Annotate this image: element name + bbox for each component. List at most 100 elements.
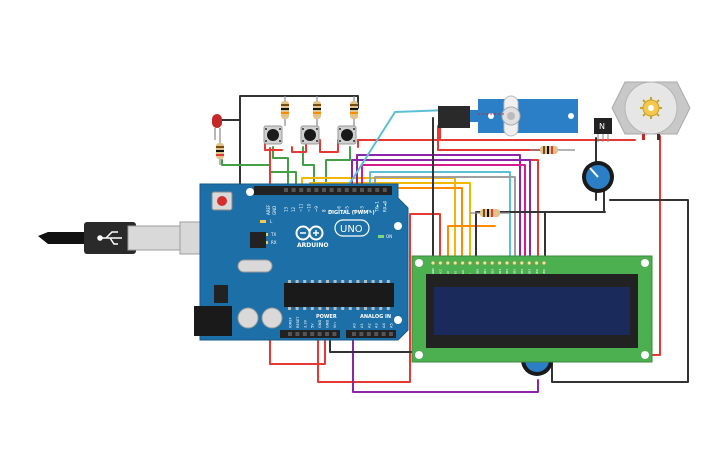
chip-pin — [303, 280, 307, 283]
power-pin-2[interactable] — [302, 332, 307, 336]
lcd-pin-3[interactable] — [453, 260, 458, 266]
push-button-3[interactable] — [337, 125, 357, 145]
lcd-pin-14[interactable] — [534, 260, 539, 266]
l-label: L — [270, 219, 273, 224]
chip-pin — [356, 307, 360, 310]
lcd-pin-10[interactable] — [504, 260, 510, 266]
lcd-pin-8[interactable] — [490, 260, 495, 266]
analog-pin-2[interactable] — [366, 332, 371, 336]
power-pin-3[interactable] — [310, 332, 315, 336]
digital-pin-5[interactable] — [322, 188, 326, 192]
lcd-pin-0[interactable] — [430, 260, 436, 266]
analog-pin-label: A5 — [390, 323, 394, 328]
power-jack[interactable] — [194, 306, 232, 336]
chip-pin — [318, 280, 322, 283]
power-pin-4[interactable] — [317, 332, 322, 336]
chip-pin — [326, 280, 329, 283]
pulldown-resistor-3[interactable] — [350, 96, 358, 126]
lcd-pin-12[interactable] — [519, 260, 524, 266]
digital-pin-4[interactable] — [314, 188, 319, 192]
lcd-pin-5[interactable] — [467, 260, 473, 266]
digital-pin-label: 4 — [352, 209, 357, 212]
lcd-pin-4[interactable] — [460, 260, 465, 266]
dc-motor[interactable] — [611, 81, 691, 140]
digital-pin-label: ~9 — [314, 206, 319, 212]
lcd-pin-7[interactable] — [482, 260, 487, 266]
lcd-pin-6[interactable] — [475, 260, 480, 266]
wire-black-pot-right — [475, 179, 605, 263]
power-pin-label: IOREF — [289, 317, 293, 328]
digital-pin-0[interactable] — [284, 188, 288, 192]
digital-pin-12[interactable] — [375, 188, 380, 192]
wire-orange-2 — [447, 225, 496, 263]
lcd-screen — [434, 287, 630, 335]
digital-pin-9[interactable] — [352, 188, 357, 192]
arduino-logo: ARDUINO — [295, 225, 328, 249]
digital-pin-13[interactable] — [382, 188, 387, 192]
chip-pin — [371, 280, 375, 283]
digital-pin-11[interactable] — [367, 188, 372, 192]
lcd-pin-13[interactable] — [527, 260, 532, 266]
potentiometer-top[interactable] — [582, 161, 614, 193]
on-indicator — [378, 235, 384, 238]
power-label: POWER — [316, 314, 337, 320]
power-pin-label: GND — [326, 320, 330, 328]
digital-pin-label: ~3 — [360, 206, 365, 212]
lcd-pin-1[interactable] — [438, 260, 443, 266]
chip-pin — [341, 307, 345, 310]
transistor-resistor[interactable] — [530, 146, 575, 154]
analog-pin-0[interactable] — [352, 332, 356, 336]
power-pin-0[interactable] — [288, 332, 292, 336]
power-pin-5[interactable] — [325, 332, 329, 336]
digital-pin-8[interactable] — [344, 188, 349, 192]
led-resistor[interactable] — [216, 136, 224, 165]
analog-pin-3[interactable] — [374, 332, 379, 336]
digital-pin-label: ~11 — [299, 203, 304, 212]
chip-pin — [386, 307, 390, 310]
power-pin-6[interactable] — [332, 332, 337, 336]
motor-gear-icon — [640, 97, 662, 119]
digital-pin-10[interactable] — [360, 188, 364, 192]
push-button-2[interactable] — [300, 125, 320, 145]
lcd-pin-9[interactable] — [497, 260, 502, 266]
push-button-1[interactable] — [263, 125, 283, 145]
digital-pin-label: 7 — [329, 209, 334, 212]
digital-pin-2[interactable] — [299, 188, 304, 192]
wire-green-button-2 — [302, 146, 315, 197]
lcd-backlight-resistor[interactable] — [470, 209, 510, 217]
analog-pin-1[interactable] — [359, 332, 364, 336]
analog-header[interactable] — [346, 330, 396, 338]
servo-motor[interactable] — [470, 95, 578, 137]
chip-pin — [341, 280, 345, 283]
lcd-pin-11[interactable] — [512, 260, 517, 266]
lcd-pin-15[interactable] — [541, 260, 547, 266]
chip-pin — [333, 307, 337, 310]
power-header[interactable] — [280, 330, 340, 338]
analog-in-label: ANALOG IN — [360, 314, 391, 320]
atmega-chip — [284, 283, 394, 307]
aref-label: AREF — [266, 204, 271, 215]
lcd-pin-label: VCC — [439, 269, 443, 275]
analog-pin-4[interactable] — [381, 332, 386, 336]
digital-pin-label: RX◄0 — [382, 200, 387, 212]
lcd-pin-label: LED — [542, 268, 546, 275]
lcd-16x2-display[interactable]: GNDVCCV0RSRWEDB0DB1DB2DB3DB4DB5DB6DB7LED… — [411, 255, 653, 363]
power-pin-1[interactable] — [295, 332, 300, 336]
lcd-pin-2[interactable] — [445, 260, 450, 266]
digital-pin-7[interactable] — [337, 188, 342, 192]
analog-pin-label: A3 — [375, 323, 379, 328]
digital-pin-1[interactable] — [291, 188, 296, 192]
analog-pin-5[interactable] — [389, 332, 393, 336]
digital-pin-3[interactable] — [306, 188, 311, 192]
digital-pin-label: TX►1 — [375, 201, 380, 213]
usb-chip — [250, 232, 266, 248]
chip-pin — [348, 280, 352, 283]
pulldown-resistor-2[interactable] — [313, 96, 321, 126]
pulldown-resistor-1[interactable] — [281, 96, 289, 126]
digital-pin-6[interactable] — [329, 188, 334, 192]
capacitor-2 — [261, 307, 283, 329]
red-led[interactable] — [212, 114, 222, 140]
wire-black-top-bus — [239, 95, 359, 186]
npn-transistor[interactable]: N — [594, 118, 612, 142]
